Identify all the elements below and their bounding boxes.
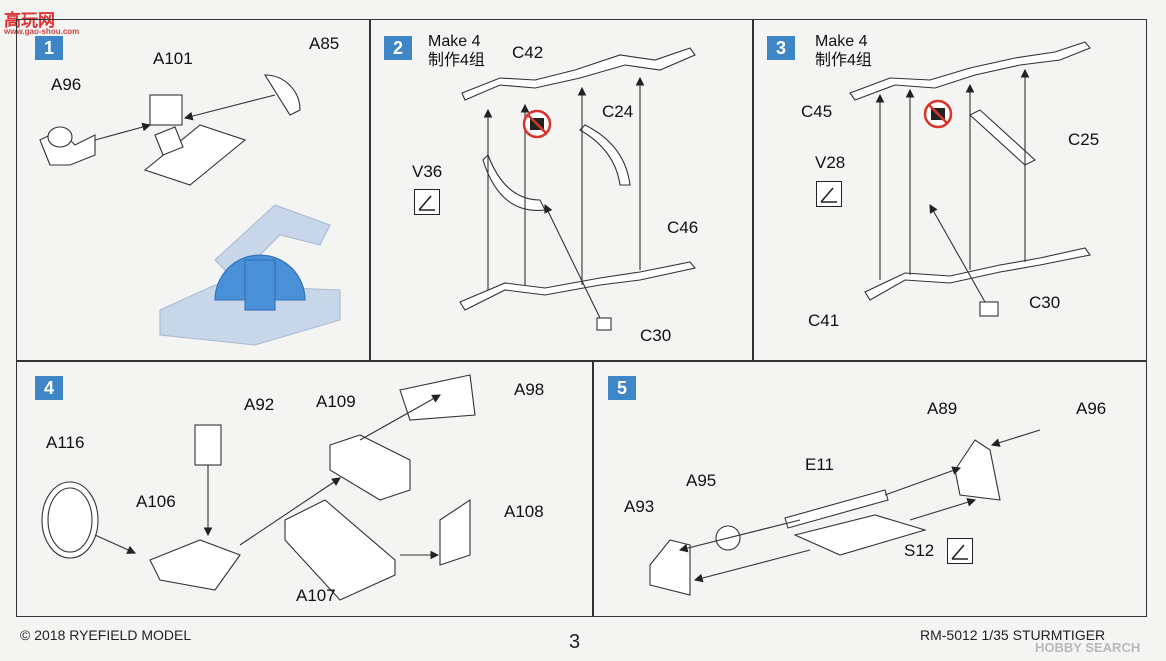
prohibit-icon [923, 99, 953, 129]
part-label: A89 [927, 399, 958, 418]
part-label: A106 [136, 492, 176, 511]
part-label: A107 [296, 586, 336, 605]
part-label: A96 [1076, 399, 1107, 418]
part-label: C45 [801, 102, 833, 121]
page-number: 3 [569, 631, 581, 653]
part-label: E11 [805, 455, 834, 474]
part-label: A95 [686, 471, 717, 490]
make-quantity: Make 4 [428, 33, 481, 50]
step-badge: 3 [767, 36, 795, 60]
part-label: A109 [316, 392, 356, 411]
part-label: A101 [153, 49, 193, 68]
step-badge: 1 [35, 36, 63, 60]
part-label: C41 [808, 311, 840, 330]
part-label: C24 [602, 102, 634, 121]
make-note: Make 4 制作4组 [815, 32, 872, 70]
step4-drawing [41, 374, 476, 601]
part-label: A85 [309, 34, 340, 53]
part-label: A116 [46, 433, 85, 452]
part-label: C30 [640, 326, 672, 345]
part-label: A108 [504, 502, 544, 521]
divider [592, 360, 594, 617]
step1-drawing [39, 74, 341, 346]
part-label: C25 [1068, 130, 1100, 149]
make-note: Make 4 制作4组 [428, 32, 485, 70]
watermark-hobbysearch: HOBBY SEARCH [1035, 640, 1141, 655]
step5-drawing [649, 429, 1041, 596]
cut-icon [947, 538, 973, 564]
step3-drawing [849, 41, 1091, 317]
cut-icon [414, 189, 440, 215]
watermark-url: www.gao-shou.com [4, 27, 80, 36]
product-code: RM-5012 1/35 STURMTIGER [920, 627, 1106, 643]
part-label: V28 [815, 153, 846, 172]
step-badge: 5 [608, 376, 636, 400]
divider [16, 360, 1147, 362]
instruction-frame [16, 19, 1147, 617]
prohibit-icon [522, 109, 552, 139]
copyright: © 2018 RYEFIELD MODEL [20, 627, 192, 643]
part-label: A92 [244, 395, 275, 414]
step-badge: 2 [384, 36, 412, 60]
part-label: S12 [904, 541, 935, 560]
make-quantity: Make 4 [815, 33, 868, 50]
part-label: C30 [1029, 293, 1061, 312]
part-label: C46 [667, 218, 699, 237]
part-label: V36 [412, 162, 443, 181]
divider [752, 19, 754, 361]
step2-drawing [459, 47, 697, 331]
make-quantity-cn: 制作4组 [428, 52, 485, 69]
divider [369, 19, 371, 361]
make-quantity-cn: 制作4组 [815, 52, 872, 69]
part-label: A96 [51, 75, 82, 94]
part-label: A93 [624, 497, 655, 516]
part-label: C42 [512, 43, 544, 62]
cut-icon [816, 181, 842, 207]
step-badge: 4 [35, 376, 63, 400]
part-label: A98 [514, 380, 545, 399]
